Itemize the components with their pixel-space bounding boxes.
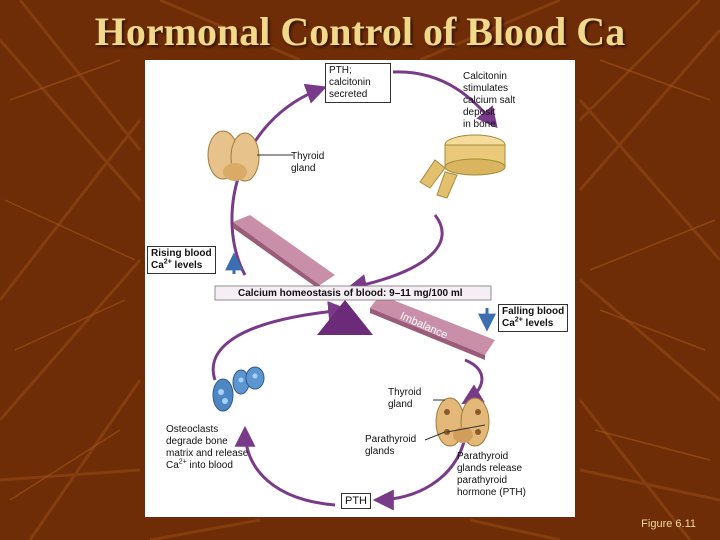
thyroid-top-line1: Thyroid	[291, 151, 325, 162]
osteoclasts-line3: matrix and release	[166, 448, 249, 459]
pth-box: PTH	[341, 493, 371, 509]
falling-calcium-box: Falling blood Ca2+ levels	[498, 304, 569, 332]
calcitonin-line2: stimulates	[463, 83, 509, 94]
calcitonin-line4: deposit	[463, 107, 496, 118]
top-box-line3: secreted	[329, 89, 368, 100]
seesaw-beam-lower-face	[370, 308, 485, 360]
parathyroid-line2: glands	[365, 446, 395, 457]
osteoclasts-into-blood: into blood	[186, 460, 233, 471]
thyroid-bottom-label: Thyroid gland	[388, 387, 421, 411]
calcitonin-line3: calcium salt	[463, 95, 516, 106]
arrow-osteoclast-up	[211, 301, 350, 381]
osteoclast-cells	[212, 366, 265, 412]
seesaw-beam-upper-face	[233, 222, 320, 290]
osteoclasts-line1: Osteoclasts	[166, 424, 219, 435]
seesaw-fulcrum	[317, 300, 373, 335]
osteoclasts-sup: 2+	[178, 458, 187, 466]
release-line1: Parathyroid	[457, 451, 509, 462]
seesaw-beam-lower	[370, 295, 495, 355]
arrow-bone-down	[345, 214, 444, 295]
arrow-bottom-left	[234, 425, 336, 507]
rising-line1: Rising blood	[151, 248, 212, 259]
release-line3: parathyroid	[457, 475, 508, 486]
bone-vertebra-top	[419, 134, 506, 199]
top-box-line2: calcitonin	[329, 77, 371, 88]
falling-line1: Falling blood	[502, 306, 565, 317]
calcitonin-line5: in bone	[463, 119, 496, 130]
calcitonin-line1: Calcitonin	[463, 71, 507, 82]
rising-levels: levels	[171, 260, 203, 271]
parathyroid-release-label: Parathyroid glands release parathyroid h…	[457, 451, 526, 499]
rising-calcium-box: Rising blood Ca2+ levels	[147, 246, 216, 274]
thyroid-top-line2: gland	[291, 163, 316, 174]
arrow-top-right	[392, 70, 498, 129]
arrow-bottom-right-up	[461, 358, 485, 405]
diagram-panel: PTH; calcitonin secreted Calcitonin stim…	[145, 60, 575, 517]
rising-ca: Ca	[151, 260, 164, 271]
release-line4: hormone (PTH)	[457, 487, 526, 498]
falling-line2: Ca2+ levels	[502, 316, 564, 330]
osteoclasts-line4: Ca2+ into blood	[166, 458, 248, 472]
osteoclasts-line2: degrade bone	[166, 436, 228, 447]
parathyroid-glands-label: Parathyroid glands	[365, 434, 416, 458]
homeostasis-bar	[214, 285, 492, 301]
slide-title: Hormonal Control of Blood Ca	[94, 9, 626, 54]
top-box-line1: PTH;	[329, 65, 352, 76]
arrow-bottom-right	[372, 437, 467, 511]
homeostasis-label: Calcium homeostasis of blood: 9–11 mg/10…	[238, 288, 463, 299]
release-line2: glands release	[457, 463, 523, 474]
parathyroid-line1: Parathyroid	[365, 434, 417, 445]
osteoclasts-ca: Ca	[166, 460, 179, 471]
rising-line2: Ca2+ levels	[151, 258, 212, 272]
seesaw-beam-upper	[233, 215, 335, 285]
thyroid-bottom-line1: Thyroid	[388, 387, 422, 398]
thyroid-gland-bottom	[435, 397, 490, 447]
thyroid-top-label: Thyroid gland	[291, 151, 324, 175]
falling-levels: levels	[522, 318, 554, 329]
rising-sup: 2+	[163, 258, 172, 266]
thyroid-bottom-line2: gland	[388, 399, 413, 410]
falling-sup: 2+	[514, 316, 523, 324]
pth-calcitonin-secreted-box: PTH; calcitonin secreted	[325, 63, 391, 103]
calcitonin-effect-label: Calcitonin stimulates calcium salt depos…	[463, 71, 515, 131]
thyroid-gland-top	[207, 130, 260, 182]
diagram-graphics	[207, 70, 506, 511]
figure-reference: Figure 6.11	[641, 518, 696, 530]
osteoclasts-label: Osteoclasts degrade bone matrix and rele…	[166, 424, 248, 472]
falling-ca: Ca	[502, 318, 515, 329]
